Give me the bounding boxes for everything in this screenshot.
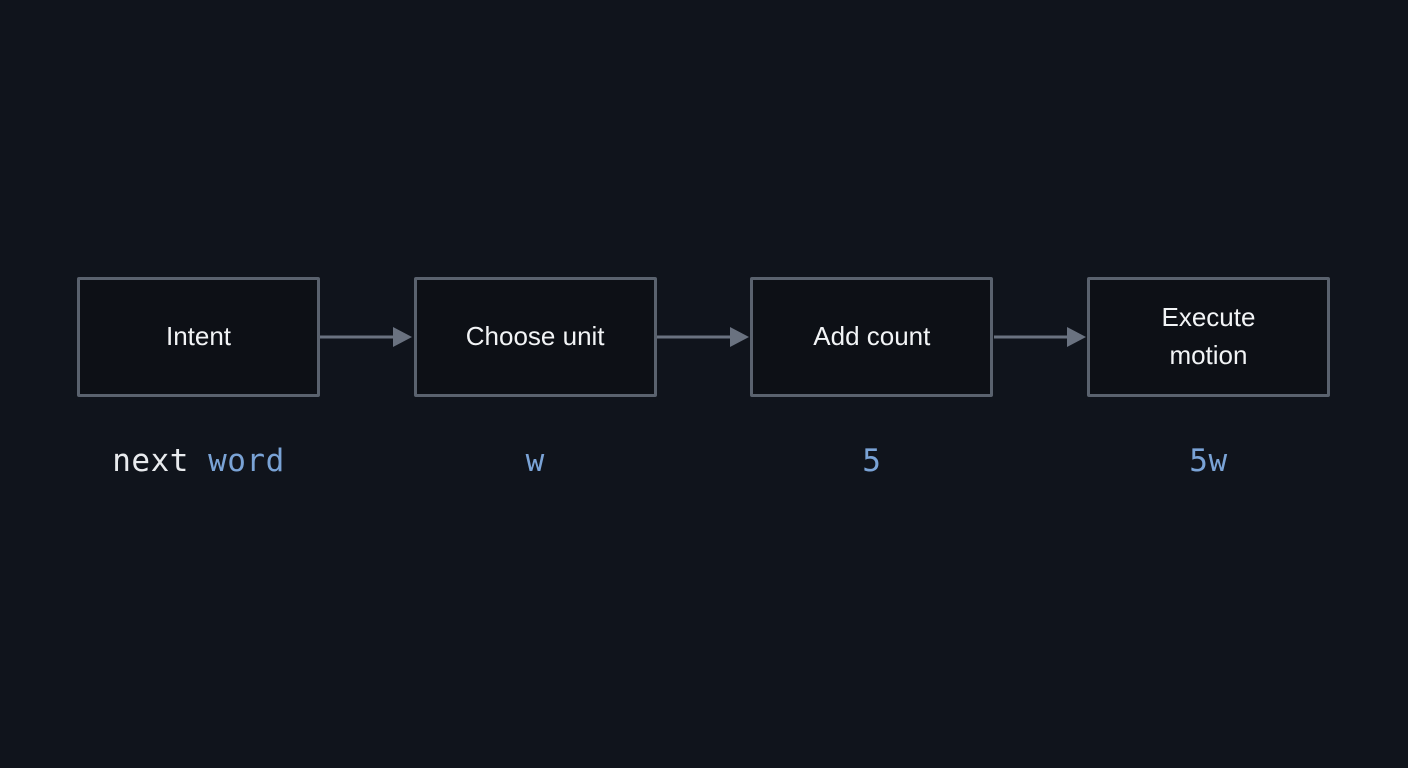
stage-box-label: Choose unit bbox=[465, 321, 605, 352]
code-plain-text: next bbox=[112, 443, 209, 479]
stage-code-label: next word bbox=[112, 443, 284, 479]
arrow-right-icon bbox=[993, 277, 1087, 397]
stage-code-label: 5w bbox=[1189, 443, 1227, 479]
stage-code-label: 5 bbox=[862, 443, 881, 479]
flow-stage-execute-motion: Execute motion 5w bbox=[1086, 277, 1330, 479]
code-accent-text: w bbox=[525, 443, 545, 479]
flow-stage-choose-unit: Choose unit w bbox=[413, 277, 657, 479]
stage-box: Intent bbox=[77, 277, 320, 397]
arrow-right-icon bbox=[656, 277, 750, 397]
stage-box: Add count bbox=[750, 277, 994, 397]
arrow-right-icon bbox=[320, 277, 413, 397]
code-accent-text: word bbox=[208, 443, 285, 479]
stage-box-label: Add count bbox=[813, 321, 931, 352]
flow-diagram: Intent next word Choose unit w Add count… bbox=[77, 277, 1330, 479]
stage-box: Choose unit bbox=[413, 277, 657, 397]
flow-stage-add-count: Add count 5 bbox=[750, 277, 994, 479]
flow-stage-intent: Intent next word bbox=[77, 277, 320, 479]
stage-box: Execute motion bbox=[1086, 277, 1330, 397]
code-accent-text: 5 bbox=[862, 443, 882, 479]
stage-code-label: w bbox=[526, 443, 545, 479]
code-accent-text: 5w bbox=[1189, 443, 1228, 479]
stage-box-label: Intent bbox=[165, 321, 232, 352]
stage-box-label: Execute motion bbox=[1161, 302, 1256, 370]
